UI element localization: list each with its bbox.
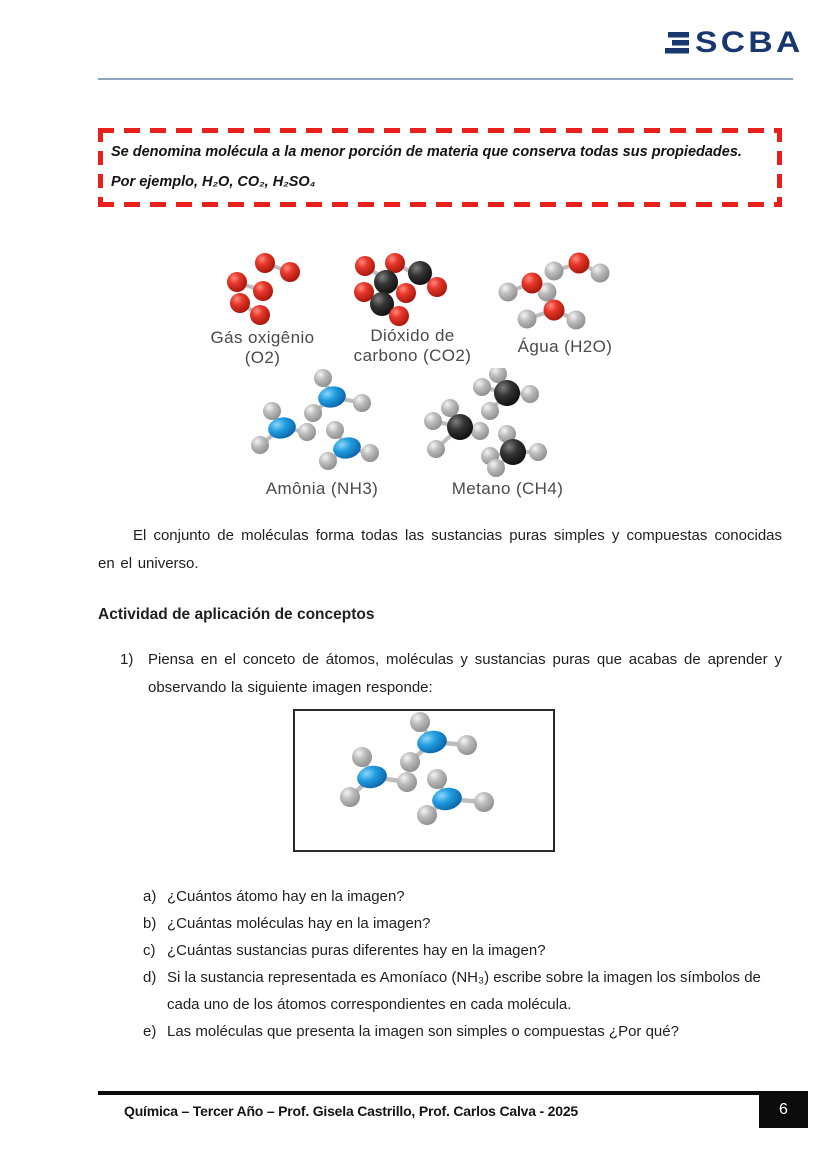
carbon-dioxide-label: Dióxido de carbono (CO2) [353,326,472,365]
footer-text: Química – Tercer Año – Prof. Gisela Cast… [124,1103,578,1119]
question-c: c) ¿Cuántas sustancias puras diferentes … [143,937,783,964]
ammonia-illustration [250,368,395,480]
item-number: 1) [120,651,134,668]
question-d: d) Si la sustancia representada es Amoní… [143,964,783,1018]
footer-rule [98,1091,759,1095]
question-image-box [293,709,555,852]
activity-heading: Actividad de aplicación de conceptos [98,606,375,623]
dashed-border-right [777,128,782,207]
definition-line1: Se denomina molécula a la menor porción … [111,144,742,160]
h2o-molecule-graphic [498,252,610,330]
question-text: Las moléculas que presenta la imagen son… [167,1023,679,1040]
question-letter: b) [143,915,157,932]
question-letter: c) [143,942,156,959]
question-e: e) Las moléculas que presenta la imagen … [143,1018,783,1045]
dashed-border-left [98,128,103,207]
question-letter: d) [143,969,157,986]
methane-label: Metano (CH4) [451,479,564,498]
question-letter: e) [143,1023,157,1040]
ammonia-question-graphic [340,712,494,825]
ammonia-label: Amônia (NH3) [265,479,379,498]
item-text: Piensa en el conceto de átomos, molécula… [148,651,782,696]
question-letter: a) [143,888,157,905]
escba-logo: SCBA [664,28,800,58]
o2-molecule-graphic [227,253,300,325]
definition-line2: Por ejemplo, H₂O, CO₂, H₂SO₄ [111,174,316,190]
question-text: ¿Cuántas sustancias puras diferentes hay… [167,942,546,959]
ch4-molecule-graphic [424,368,547,477]
oxygen-gas-label: Gás oxigênio (O2) [210,328,315,367]
page-number-badge: 6 [759,1091,808,1128]
methane-illustration [420,368,575,480]
co2-molecule-graphic [354,253,447,326]
water-illustration [495,250,645,335]
question-text: ¿Cuántos átomo hay en la imagen? [167,888,405,905]
dashed-border-bottom [98,202,782,207]
intro-paragraph: El conjunto de moléculas forma todas las… [98,527,782,572]
header-rule [98,78,793,80]
question-b: b) ¿Cuántas moléculas hay en la imagen? [143,910,783,937]
definition-text: Se denomina molécula a la menor porción … [111,137,771,197]
question-text: Si la sustancia representada es Amoníaco… [167,969,761,1013]
nh3-molecule-graphic [251,369,379,470]
water-label: Água (H2O) [517,337,613,356]
logo-e-bars-icon [664,32,689,54]
question-a: a) ¿Cuántos átomo hay en la imagen? [143,883,783,910]
dashed-border-top [98,128,782,133]
oxygen-gas-illustration [200,245,335,330]
carbon-dioxide-illustration [345,240,490,330]
logo-text: SCBA [694,26,804,59]
question-text: ¿Cuántas moléculas hay en la imagen? [167,915,431,932]
numbered-item-1: 1) Piensa en el conceto de átomos, moléc… [120,646,782,702]
definition-box: Se denomina molécula a la menor porción … [98,128,782,207]
